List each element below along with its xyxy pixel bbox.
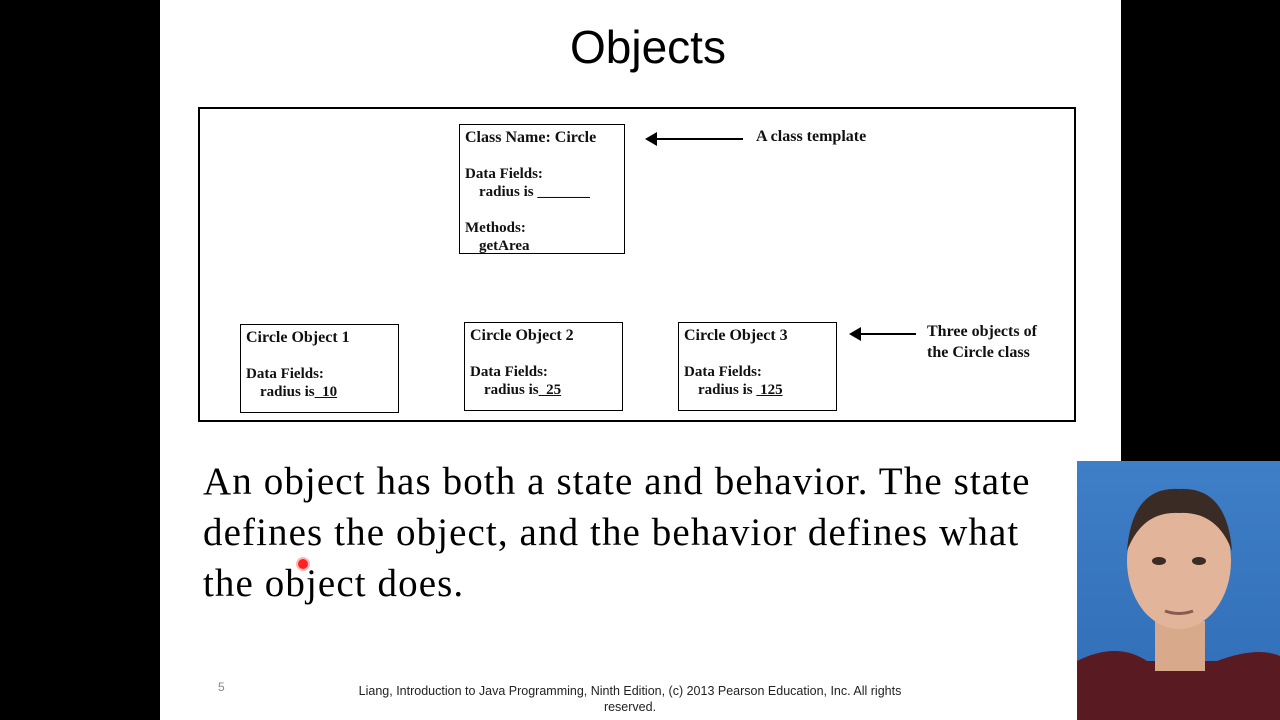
class-field: radius is _______ — [479, 184, 590, 200]
object-field: radius is 10 — [246, 383, 398, 401]
class-template-label: A class template — [756, 128, 867, 145]
field-prefix: radius is — [260, 384, 315, 400]
object-name: Circle Object 3 — [684, 327, 788, 344]
body-text: An object has both a state and behavior.… — [203, 460, 1031, 605]
object-fields-label: Data Fields: — [684, 364, 762, 380]
field-value: 10 — [314, 384, 338, 400]
objects-label-line1: Three objects of — [927, 323, 1037, 340]
page-number: 5 — [218, 680, 225, 694]
object-field: radius is 125 — [684, 381, 836, 399]
webcam-overlay — [1077, 461, 1280, 720]
object-name: Circle Object 2 — [470, 327, 574, 344]
object-fields-label: Data Fields: — [470, 364, 548, 380]
class-method: getArea — [479, 238, 530, 254]
slide-title: Objects — [570, 21, 726, 73]
objects-label-line2: the Circle class — [927, 344, 1030, 361]
class-name: Class Name: Circle — [465, 129, 597, 146]
class-box: Class Name: Circle Data Fields: radius i… — [459, 124, 625, 254]
field-prefix: radius is — [698, 382, 757, 398]
object-box-1: Circle Object 1 Data Fields: radius is 1… — [240, 324, 399, 413]
object-fields-label: Data Fields: — [246, 366, 324, 382]
laser-pointer-icon — [298, 559, 308, 569]
class-object-diagram: Class Name: Circle Data Fields: radius i… — [198, 107, 1076, 422]
field-value: 25 — [538, 382, 562, 398]
class-methods-label: Methods: — [465, 220, 526, 236]
object-box-3: Circle Object 3 Data Fields: radius is 1… — [678, 322, 837, 411]
object-field: radius is 25 — [470, 381, 622, 399]
left-arrow-icon — [645, 132, 743, 146]
left-arrow-icon — [849, 327, 916, 341]
footer-citation: Liang, Introduction to Java Programming,… — [358, 684, 902, 714]
objects-label: Three objects of the Circle class — [927, 321, 1037, 363]
field-value: 125 — [756, 382, 783, 398]
presenter-photo-icon — [1077, 488, 1280, 720]
object-name: Circle Object 1 — [246, 329, 350, 346]
object-box-2: Circle Object 2 Data Fields: radius is 2… — [464, 322, 623, 411]
field-prefix: radius is — [484, 382, 539, 398]
class-fields-label: Data Fields: — [465, 166, 543, 182]
